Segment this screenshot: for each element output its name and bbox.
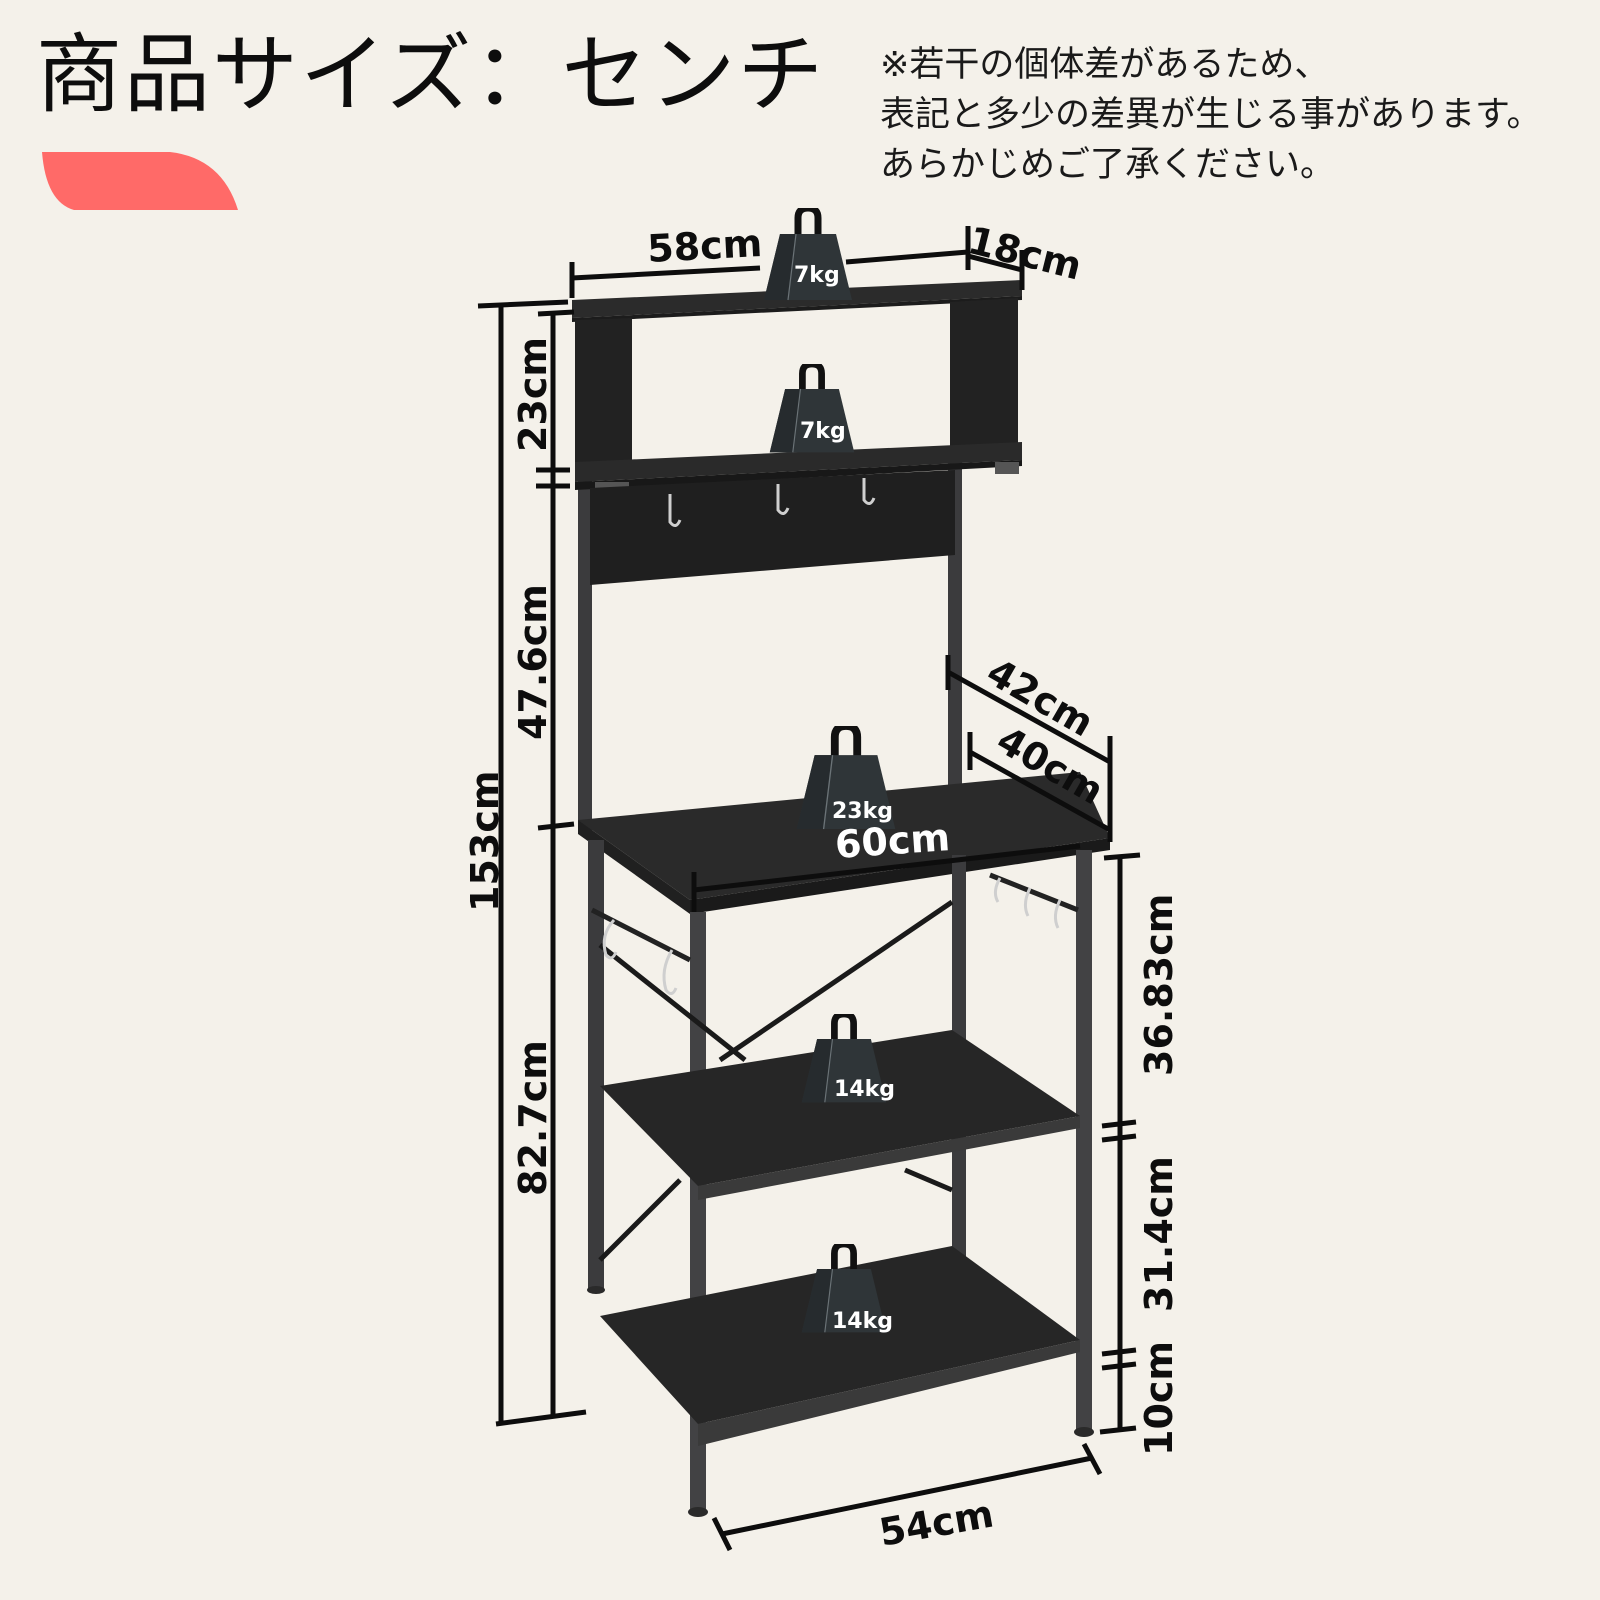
dim-shelf-gaps: 36.83cm 31.4cm 10cm [1099,852,1181,1456]
disclaimer-notice: ※若干の個体差があるため、 表記と多少の差異が生じる事があります。 あらかじめご… [880,40,1542,190]
notice-line-2: 表記と多少の差異が生じる事があります。 [880,95,1542,135]
dim-base-width: 54cm [711,1442,1103,1555]
leg-rear-left [588,840,604,1290]
notice-line-3: あらかじめご了承ください。 [880,145,1336,185]
accent-bar [42,152,238,210]
weight-top-board: 7kg [764,208,852,300]
hook-icon [602,877,1062,995]
svg-text:47.6cm: 47.6cm [511,584,555,740]
bakers-rack [572,280,1110,1517]
hook-icon [668,478,876,527]
dim-top-width: 58cm [569,221,971,298]
middle-shelf [600,1030,1080,1186]
svg-text:31.4cm: 31.4cm [1137,1156,1181,1312]
weight-main-shelf: 23kg [797,726,896,829]
svg-text:42cm: 42cm [980,650,1102,746]
svg-text:58cm: 58cm [646,221,763,271]
svg-text:153cm: 153cm [463,771,507,912]
leg-front-right [1076,850,1092,1430]
dim-total-height: 153cm [463,299,587,1427]
svg-text:7kg: 7kg [794,263,840,288]
dim-main-shelf-width: 60cm [691,815,1081,912]
svg-text:23kg: 23kg [832,799,893,824]
svg-text:36.83cm: 36.83cm [1137,894,1181,1076]
bottom-shelf [600,1246,1080,1424]
weight-hutch-shelf: 7kg [770,364,854,452]
weight-middle-shelf: 14kg [802,1014,895,1102]
svg-text:60cm: 60cm [834,815,952,867]
dim-section-heights: 23cm 47.6cm 82.7cm [511,309,575,1418]
svg-text:10cm: 10cm [1137,1341,1181,1456]
notice-line-1: ※若干の個体差があるため、 [880,45,1330,85]
svg-text:82.7cm: 82.7cm [511,1040,555,1196]
dim-top-depth: 18cm [964,218,1086,290]
svg-text:18cm: 18cm [964,218,1086,289]
svg-text:14kg: 14kg [834,1077,895,1102]
svg-text:23cm: 23cm [511,337,555,452]
svg-text:7kg: 7kg [800,419,846,444]
weight-bottom-shelf: 14kg [802,1244,893,1334]
back-panel [590,470,955,585]
main-shelf [578,772,1110,900]
svg-text:14kg: 14kg [832,1309,893,1334]
page-title: 商品サイズ：センチ [36,25,826,125]
